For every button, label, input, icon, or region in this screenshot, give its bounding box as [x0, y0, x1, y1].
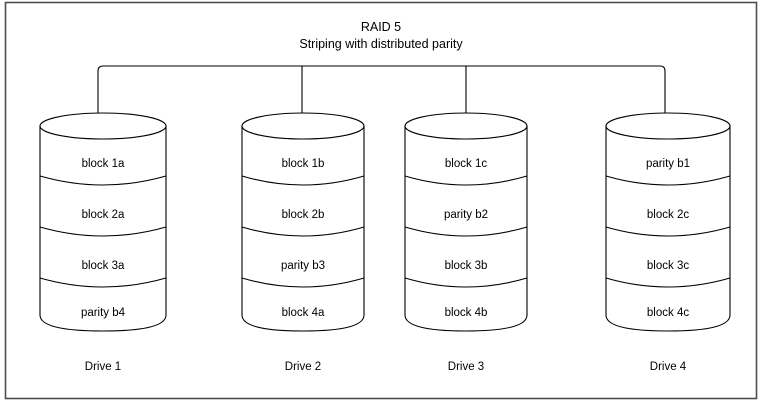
drive-4-cylinder: [605, 125, 731, 332]
drive-3-label: Drive 3: [448, 361, 484, 373]
drive-4-block-2: block 2c: [647, 209, 689, 221]
drive-4-block-4: block 4c: [647, 307, 689, 319]
drive-1-block-3: block 3a: [82, 260, 125, 272]
drive-3-block-4: block 4b: [445, 307, 488, 319]
drive-2-block-2: block 2b: [282, 209, 325, 221]
drive-4-divider-3: [605, 277, 731, 288]
drive-1-cylinder: [39, 125, 167, 332]
drive-3-cylinder: [404, 125, 528, 332]
drive-4-block-3: block 3c: [647, 260, 689, 272]
drive-4-label: Drive 4: [650, 361, 687, 373]
drive-4-group: parity b1 block 2c block 3c block 4c Dri…: [605, 112, 731, 373]
drive-1-block-1: block 1a: [82, 158, 125, 170]
drive-2-block-1: block 1b: [282, 158, 325, 170]
drive-2-cylinder-top: [241, 112, 365, 140]
drive-2-block-3: parity b3: [281, 260, 325, 272]
drive-3-group: block 1c parity b2 block 3b block 4b Dri…: [404, 112, 528, 373]
diagram-title: RAID 5: [361, 20, 401, 34]
drive-3-cylinder-top: [404, 112, 528, 140]
drive-3-divider-2: [404, 226, 528, 237]
drive-3-divider-1: [404, 175, 528, 186]
drive-1-divider-1: [39, 175, 167, 186]
drive-3-block-3: block 3b: [445, 260, 488, 272]
drive-3-block-2: parity b2: [444, 209, 488, 221]
drive-2-group: block 1b block 2b parity b3 block 4a Dri…: [241, 112, 365, 373]
drive-2-divider-3: [241, 277, 365, 288]
drive-4-divider-2: [605, 226, 731, 237]
drive-2-divider-1: [241, 175, 365, 186]
drive-3-block-1: block 1c: [445, 158, 487, 170]
drive-1-divider-2: [39, 226, 167, 237]
drive-2-cylinder: [241, 125, 365, 332]
drive-1-block-2: block 2a: [82, 209, 125, 221]
drive-1-label: Drive 1: [85, 361, 121, 373]
drive-2-block-4: block 4a: [282, 307, 325, 319]
controller-bus: [97, 65, 666, 118]
drive-1-group: block 1a block 2a block 3a parity b4 Dri…: [39, 112, 167, 373]
drive-4-block-1: parity b1: [646, 158, 690, 170]
drive-4-divider-1: [605, 175, 731, 186]
drive-2-label: Drive 2: [285, 361, 321, 373]
drive-1-divider-3: [39, 277, 167, 288]
drive-2-divider-2: [241, 226, 365, 237]
drive-3-divider-3: [404, 277, 528, 288]
drive-1-block-4: parity b4: [81, 307, 126, 319]
diagram-subtitle: Striping with distributed parity: [299, 37, 463, 51]
drive-1-cylinder-top: [39, 112, 167, 140]
drive-4-cylinder-top: [605, 112, 731, 140]
